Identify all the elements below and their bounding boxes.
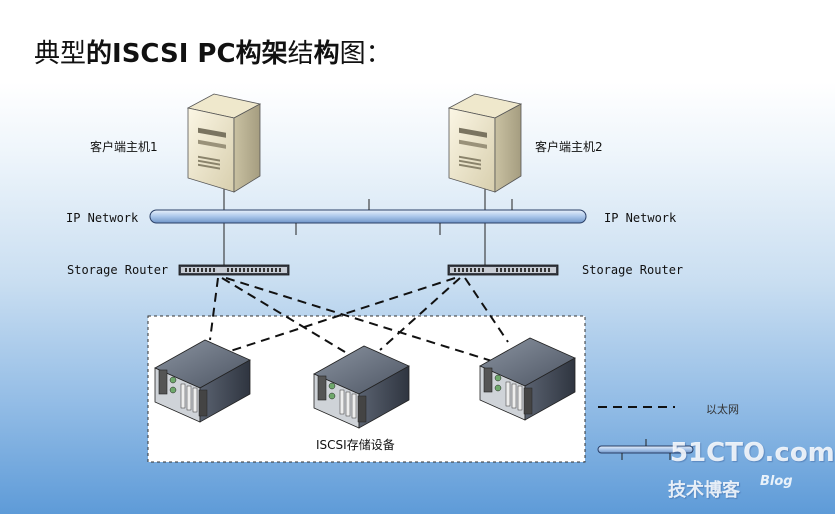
diagram-title: 典型的ISCSI PC构架结构图： xyxy=(34,39,392,69)
legend-ethernet-label: 以太网 xyxy=(706,403,739,416)
client-host-2-label: 客户端主机2 xyxy=(535,140,603,154)
storage-router-left-label: Storage Router xyxy=(67,263,169,277)
client-host-2 xyxy=(447,93,523,193)
watermark-site: 51CTO.com xyxy=(670,438,835,468)
ip-network-right-label: IP Network xyxy=(604,211,677,225)
watermark-sub: 技术博客 xyxy=(668,480,740,501)
storage-device-label: ISCSI存储设备 xyxy=(316,438,395,452)
storage-router-right-label: Storage Router xyxy=(582,263,684,277)
legend-ip-network-symbol xyxy=(597,439,694,460)
storage-router-left xyxy=(178,264,290,276)
storage-server-1 xyxy=(154,339,251,423)
client-host-1-label: 客户端主机1 xyxy=(90,140,158,154)
ip-network-bus xyxy=(149,199,587,235)
ethernet-links xyxy=(209,277,509,363)
architecture-diagram xyxy=(147,93,694,463)
watermark-blog: Blog xyxy=(760,474,793,489)
storage-router-right xyxy=(447,264,559,276)
ip-network-left-label: IP Network xyxy=(66,211,139,225)
storage-server-3 xyxy=(479,337,576,421)
storage-server-2 xyxy=(313,345,410,429)
client-host-1 xyxy=(186,93,262,193)
